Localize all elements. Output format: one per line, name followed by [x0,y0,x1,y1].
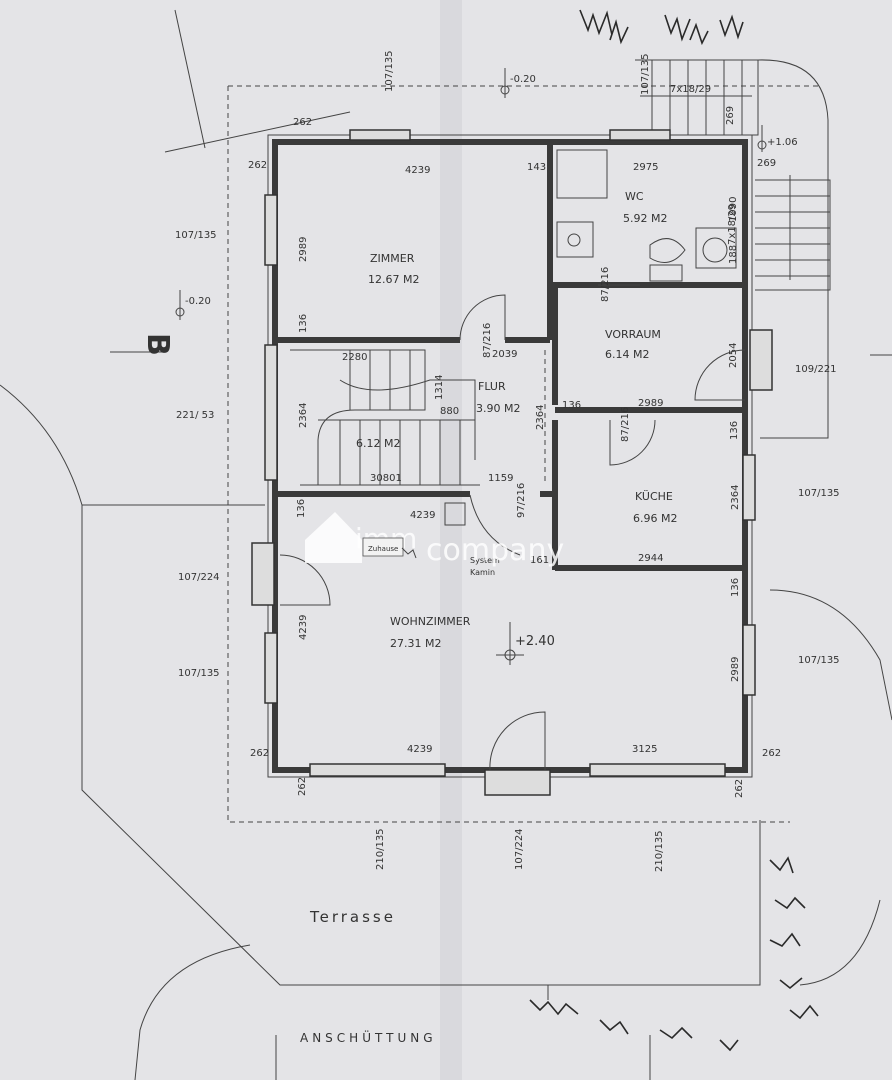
dim-97-216: 97/216 [516,483,527,518]
dim-2054: 2054 [728,343,739,368]
dim-109-221: 109/221 [795,364,837,375]
dim-2989-vorraum: 2989 [638,398,663,409]
dim-107-135-vert: 107/135 [640,53,651,95]
section-marker: B [110,333,175,356]
paper-fold [440,0,462,1080]
dim-2364-kueche: 2364 [730,485,741,510]
section-label: B [140,333,175,356]
room-kueche-area: 6.96 M2 [633,512,677,525]
level-top: -0.20 [510,74,536,85]
dim-262-bl: 262 [250,748,269,759]
site-lines [0,9,892,1080]
dim-87-216-c: 87/216 [620,407,631,442]
chimney-symbol [444,502,466,526]
dim-1990: 1990 [728,197,739,222]
dim-136-kueche: 136 [729,421,740,440]
dim-210-135-b: 210/135 [654,830,665,872]
room-wohnzimmer-area: 27.31 M2 [390,637,441,650]
dim-262-br2: 262 [734,779,745,798]
dim-30801: 30801 [370,473,402,484]
dim-107-135-left: 107/135 [175,230,217,241]
dim-269-a: 269 [725,106,736,125]
room-flur-area: 3.90 M2 [476,402,520,415]
dim-161: 161 [530,555,549,566]
room-zimmer-name: ZIMMER [370,252,415,265]
wc-fixtures [556,149,737,282]
dim-107-224-b: 107/224 [514,828,525,870]
dim-107-135-left2: 107/135 [178,668,220,679]
dim-2975: 2975 [633,162,658,173]
dim-87-216-a: 87/216 [482,323,493,358]
doors [279,284,746,771]
terrace-label: Terrasse [309,908,396,926]
dim-2364-flur: 2364 [535,405,546,430]
dim-107-135-right: 107/135 [798,488,840,499]
dim-136-kueche-2: 136 [730,578,741,597]
dim-4239-top: 4239 [405,165,430,176]
room-vorraum-area: 6.14 M2 [605,348,649,361]
dimensions: 107/135 107/135 107/135 107/224 107/135 … [175,50,840,872]
dim-136-zimmer: 136 [298,314,309,333]
dim-880: 880 [440,406,459,417]
dim-3125: 3125 [632,744,657,755]
dim-188: 188 [728,245,739,264]
fill-label: ANSCHÜTTUNG [300,1029,437,1045]
dim-262-bl2: 262 [297,777,308,796]
level-main: +2.40 [515,634,555,649]
room-vorraum-name: VORRAUM [605,328,661,341]
key-icon [401,547,417,559]
interior-stair [290,349,480,486]
watermark-brand-b: company [426,533,564,568]
dim-210-135-a: 210/135 [375,828,386,870]
dim-4239-wz-vert: 4239 [298,615,309,640]
stair-label-side: 7x18/29 [727,204,738,245]
room-kueche-name: KÜCHE [635,490,673,503]
dim-2280: 2280 [342,352,367,363]
room-wohnzimmer-name: WOHNZIMMER [390,615,471,628]
dim-221-53: 221/ 53 [176,410,214,421]
dim-136-wohnzimmer: 136 [296,499,307,518]
level-markers [175,68,767,665]
chimney-line-2: Kamin [470,568,495,577]
watermark-stamp [362,537,404,557]
stair-label-top: 7x18/29 [670,84,711,95]
dim-87-216-b: 87/216 [600,267,611,302]
dim-4239-wohnzimmer: 4239 [410,510,435,521]
dim-262-l: 262 [248,160,267,171]
dim-107-224-left: 107/224 [178,572,220,583]
room-zimmer-area: 12.67 M2 [368,273,419,286]
plants [529,9,819,1052]
inner-walls [275,142,745,571]
dim-262-br: 262 [762,748,781,759]
dim-2989-zimmer: 2989 [298,237,309,262]
dim-136-flur: 136 [562,400,581,411]
watermark-stamp-text: Zuhause [368,545,398,553]
dim-2364-stair: 2364 [298,403,309,428]
dim-143: 143 [527,162,546,173]
dim-1159: 1159 [488,473,513,484]
dim-107-135-right2: 107/135 [798,655,840,666]
exterior-stairs-side [755,175,831,291]
room-wc-name: WC [625,190,644,203]
dim-2989-wohnzimmer: 2989 [730,657,741,682]
level-left: -0.20 [185,296,211,307]
house-logo-icon [305,512,362,563]
watermark: imm company Zuhause [305,512,564,568]
dim-262-tl: 262 [293,117,312,128]
dim-269-b: 269 [757,158,776,169]
room-stair-area: 6.12 M2 [356,437,400,450]
room-flur-name: FLUR [478,380,506,393]
dim-4239-bottom: 4239 [407,744,432,755]
dim-107-135-top: 107/135 [384,50,395,92]
chimney-line-1: System [470,556,500,565]
dim-2944: 2944 [638,553,663,564]
dim-1314: 1314 [434,375,445,400]
level-right: +1.06 [767,137,798,148]
windows [251,129,773,796]
room-wc-area: 5.92 M2 [623,212,667,225]
dim-2039: 2039 [492,349,517,360]
